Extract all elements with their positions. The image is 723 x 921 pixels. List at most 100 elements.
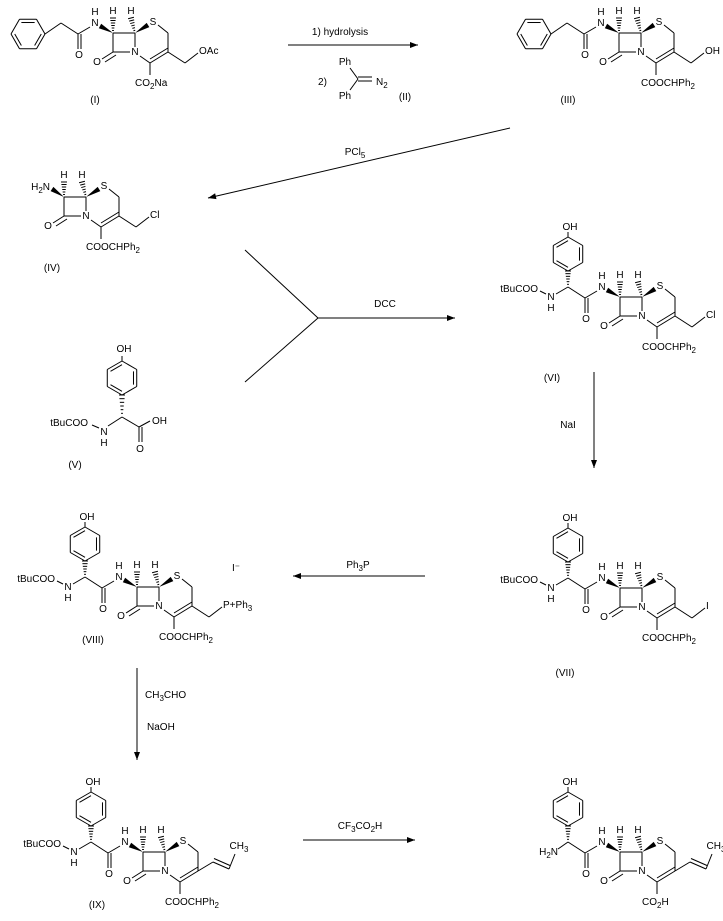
diazo-phenyl: Ph [339, 91, 351, 102]
boc-group: tBuCOO [17, 574, 55, 585]
bond [664, 843, 676, 853]
hydrogen: H [139, 825, 146, 836]
amide-nitrogen: N [91, 18, 98, 29]
sulfur: S [657, 836, 664, 847]
carbonyl-oxygen: O [600, 612, 608, 623]
ring-bond [553, 236, 569, 246]
ring-nitrogen: N [638, 602, 645, 613]
bond [187, 843, 199, 853]
carbonyl-oxygen: O [123, 876, 131, 887]
hash-bond [634, 571, 642, 575]
hash-bond [156, 581, 160, 583]
carbonyl-oxygen: O [600, 876, 608, 887]
amide-hydrogen: H [598, 562, 605, 573]
double-bond [100, 211, 120, 224]
bond [664, 288, 676, 298]
carboxyl-group: COOCHPh2 [642, 633, 697, 646]
methyl-group: CH3 [707, 841, 723, 854]
amide-nitrogen: N [598, 837, 605, 848]
bond [118, 215, 137, 228]
wedge-bond [642, 286, 657, 297]
bond [583, 26, 597, 35]
hydrogen: H [133, 560, 140, 571]
amino-group: H2N [31, 182, 50, 195]
sulfur: S [657, 281, 664, 292]
c3-substituent: OAc [199, 46, 218, 57]
reagent-nai: NaI [560, 420, 576, 431]
ring-bond [516, 33, 526, 49]
hydrogen: H [127, 6, 134, 17]
ring-nitrogen: N [155, 601, 162, 612]
bond [664, 579, 676, 589]
ring-bond [76, 817, 92, 827]
carboxyl-group: COOCHPh2 [642, 342, 697, 355]
reagent-naoh: NaOH [147, 722, 175, 733]
hash-bond [637, 840, 642, 844]
double-bond [100, 215, 120, 228]
bond [566, 22, 585, 35]
hash-bond [636, 574, 642, 577]
ring-nitrogen: N [638, 866, 645, 877]
hash-bond [634, 835, 642, 839]
bond [674, 861, 691, 872]
ring-bond [10, 33, 20, 49]
wedge-bond [605, 578, 620, 588]
ring-bond [542, 33, 552, 49]
double-bond [104, 54, 117, 63]
ring-bond [70, 552, 86, 562]
double-bond [608, 606, 621, 615]
double-bond [656, 311, 676, 324]
double-bond [52, 215, 65, 224]
nh-nitrogen: N [64, 582, 71, 593]
hash-bond [639, 582, 643, 584]
bond [691, 607, 706, 619]
hydrogen: H [633, 6, 640, 17]
hydrogen: H [615, 6, 622, 17]
hash-bond [129, 19, 135, 22]
hydrogen: H [78, 170, 85, 181]
double-bond [607, 51, 620, 60]
wedge-bond [98, 23, 113, 33]
carboxyl-group: CO2H [642, 897, 669, 910]
bond [101, 580, 115, 589]
ring-bond [70, 526, 86, 536]
carboxyl-group: COOCHPh2 [159, 632, 214, 645]
acid-hydroxyl: OH [152, 416, 167, 427]
bond [44, 22, 62, 35]
wedge-bond [50, 186, 64, 197]
wedge-bond [128, 842, 143, 852]
ring-bond [121, 360, 137, 370]
nh-nitrogen: N [547, 292, 554, 303]
sulfur: S [657, 572, 664, 583]
amide-nitrogen: N [598, 573, 605, 584]
compound-label-vi: (VI) [544, 373, 560, 384]
wedge-bond [604, 23, 619, 33]
arrowhead-icon [134, 752, 140, 760]
bond [90, 841, 109, 854]
ring-bond [567, 791, 583, 801]
arrowhead-icon [410, 42, 418, 48]
double-bond [656, 870, 676, 883]
ring-bond [553, 791, 569, 801]
bond [138, 420, 151, 428]
c3-substituent: P+Ph3 [223, 600, 253, 613]
hash-bond [637, 285, 642, 289]
ring-bond [553, 817, 569, 827]
bond [555, 577, 569, 586]
bond [121, 416, 140, 428]
carbonyl-oxygen: O [117, 611, 125, 622]
ring-double-bond [110, 384, 123, 392]
bond [77, 26, 91, 35]
ring-bond [90, 791, 106, 801]
sulfur: S [150, 17, 157, 28]
c3-substituent: I [706, 601, 709, 612]
hash-bond [636, 283, 642, 286]
carboxyl-group: CO2Na [135, 78, 168, 91]
ring-bond [553, 262, 569, 272]
bond [674, 315, 693, 328]
bond [584, 290, 598, 299]
boc-group: tBuCOO [500, 284, 538, 295]
amide-oxygen: O [99, 604, 107, 615]
c3-substituent: Cl [150, 210, 159, 221]
hash-bond [636, 21, 641, 25]
